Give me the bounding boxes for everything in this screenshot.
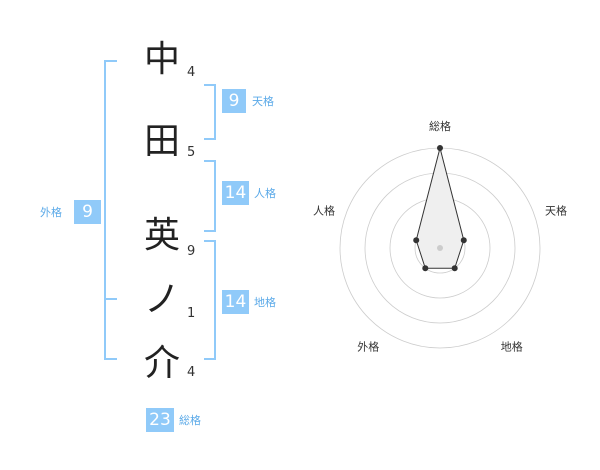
chi-kaku-value: 14 [222, 290, 249, 314]
stroke-count-3: 9 [187, 244, 196, 259]
bracket-gai-bottom [104, 358, 117, 360]
bracket-jin-vertical [214, 160, 216, 232]
bracket-jin-bottom [204, 230, 216, 232]
sou-kaku-label: 総格 [179, 414, 201, 427]
bracket-chi-bottom [204, 358, 216, 360]
bracket-chi-top [204, 240, 216, 242]
stroke-count-5: 4 [187, 365, 196, 380]
radar-point-5 [413, 237, 420, 244]
radar-point-1 [437, 145, 443, 151]
stroke-count-1: 4 [187, 65, 196, 80]
jin-kaku-label: 人格 [254, 187, 276, 200]
ten-kaku-label: 天格 [252, 95, 274, 108]
radar-axis-label-1: 総格 [429, 119, 451, 133]
bracket-ten-bottom [204, 138, 216, 140]
sou-kaku-value: 23 [146, 408, 174, 432]
name-char-4: ノ [143, 279, 180, 320]
name-char-1: 中 [143, 39, 180, 80]
bracket-gai-mid [104, 298, 117, 300]
radar-center-dot [437, 245, 443, 251]
radar-point-3 [451, 265, 458, 272]
name-char-5: 介 [143, 343, 180, 384]
radar-point-4 [422, 265, 429, 272]
ten-kaku-value: 9 [222, 89, 246, 113]
radar-axis-label-2: 天格 [545, 203, 567, 217]
bracket-jin-top [204, 160, 216, 162]
bracket-ten-vertical [214, 84, 216, 140]
name-char-2: 田 [143, 121, 180, 162]
radar-axis-label-3: 地格 [501, 340, 523, 354]
stroke-count-2: 5 [187, 145, 196, 160]
radar-axis-label-5: 人格 [313, 203, 335, 217]
radar-series-polygon [415, 147, 465, 269]
bracket-chi-vertical [214, 240, 216, 360]
stroke-count-4: 1 [187, 306, 196, 321]
gai-kaku-value: 9 [74, 200, 101, 224]
gai-kaku-label: 外格 [40, 206, 62, 219]
bracket-ten-top [204, 84, 216, 86]
jin-kaku-value: 14 [222, 181, 249, 205]
radar-axis-label-4: 外格 [357, 340, 379, 354]
bracket-gai-vertical [104, 60, 106, 360]
radar-point-2 [460, 237, 467, 244]
bracket-gai-top [104, 60, 117, 62]
name-char-3: 英 [143, 215, 180, 256]
chi-kaku-label: 地格 [254, 296, 276, 309]
